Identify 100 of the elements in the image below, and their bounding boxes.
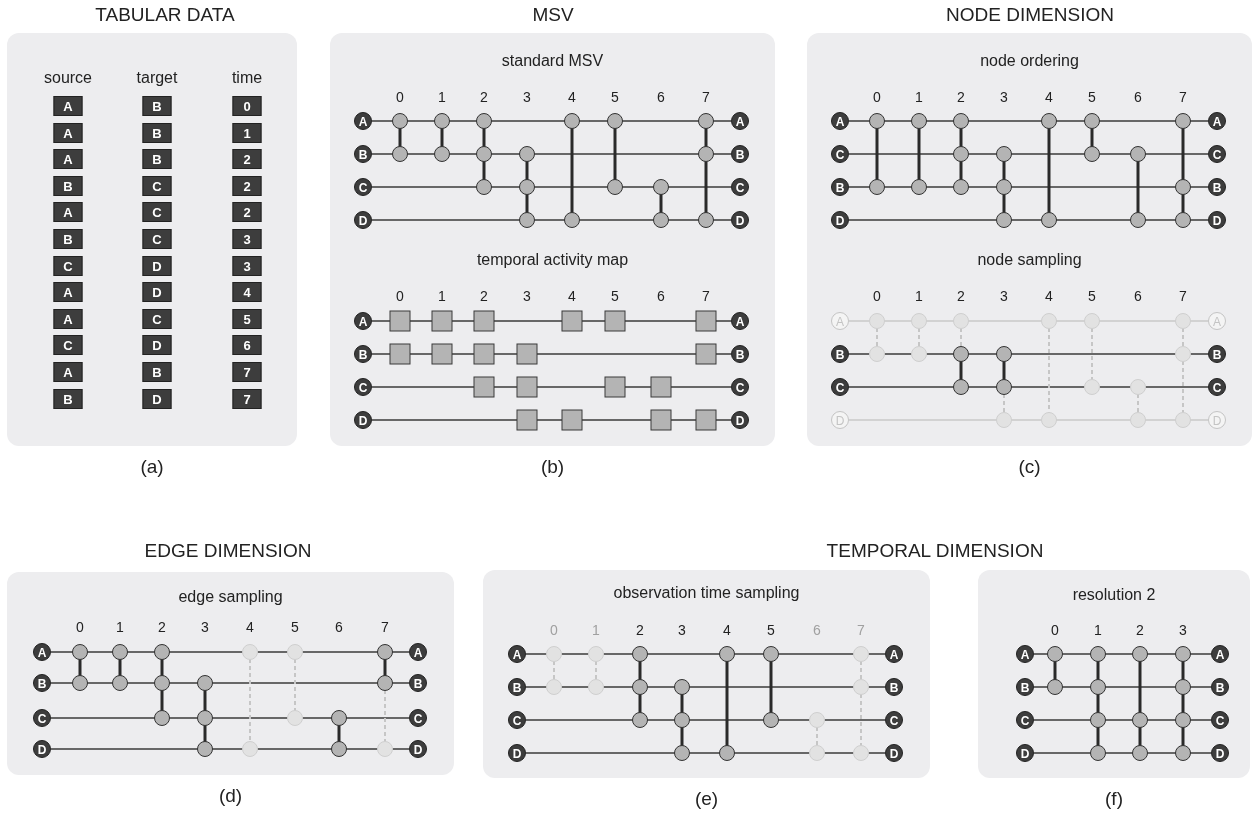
- node-badge: C: [354, 178, 372, 196]
- section-heading: NODE DIMENSION: [946, 4, 1114, 26]
- timeline: [848, 120, 1209, 122]
- time-step-number: 6: [657, 289, 665, 303]
- panel-caption: (c): [1018, 456, 1041, 478]
- timeline: [525, 752, 886, 754]
- time-step-number: 0: [76, 620, 84, 634]
- data-cell: B: [142, 149, 172, 170]
- time-step-number: 1: [116, 620, 124, 634]
- node-badge: A: [409, 643, 427, 661]
- panel-caption: (d): [218, 785, 243, 807]
- node-badge: C: [1211, 711, 1229, 729]
- data-cell: 1: [232, 122, 262, 143]
- timeline: [525, 653, 886, 655]
- data-cell: B: [53, 175, 83, 196]
- node-badge: D: [731, 211, 749, 229]
- timeline: [371, 219, 732, 221]
- timeline: [525, 719, 886, 721]
- time-step-number: 5: [611, 289, 619, 303]
- node-badge: D: [1016, 744, 1034, 762]
- time-step-number: 6: [1134, 289, 1142, 303]
- node-badge: C: [1208, 145, 1226, 163]
- node-badge: D: [409, 740, 427, 758]
- node-badge: A: [354, 312, 372, 330]
- data-cell: C: [142, 202, 172, 223]
- data-cell: B: [142, 362, 172, 382]
- time-step-number: 0: [396, 90, 404, 104]
- time-step-number: 7: [381, 620, 389, 634]
- time-step-number: 2: [957, 289, 965, 303]
- section-heading: TEMPORAL DIMENSION: [826, 540, 1044, 562]
- data-cell: 0: [232, 96, 262, 116]
- data-cell: D: [142, 335, 172, 356]
- node-badge: B: [1208, 345, 1226, 363]
- time-step-number: 0: [396, 289, 404, 303]
- panel-caption: (e): [694, 788, 719, 810]
- time-step-number: 4: [568, 90, 576, 104]
- node-badge: D: [508, 744, 526, 762]
- timeline: [371, 353, 732, 355]
- data-cell: A: [53, 149, 83, 170]
- data-cell: 7: [232, 362, 262, 382]
- time-step-number: 0: [1051, 623, 1059, 637]
- node-badge: C: [831, 145, 849, 163]
- data-cell: C: [142, 175, 172, 196]
- data-cell: A: [53, 362, 83, 382]
- timeline: [50, 748, 410, 750]
- timeline: [848, 353, 1209, 355]
- node-badge: A: [1016, 645, 1034, 663]
- data-cell: D: [142, 255, 172, 276]
- node-badge: C: [731, 378, 749, 396]
- time-step-number: 3: [523, 90, 531, 104]
- view-panel: [807, 33, 1252, 446]
- timeline: [848, 153, 1209, 155]
- view-panel: [7, 33, 297, 446]
- data-cell: B: [53, 388, 83, 409]
- time-step-number: 1: [915, 90, 923, 104]
- node-badge: B: [831, 178, 849, 196]
- data-cell: C: [142, 308, 172, 329]
- node-badge: D: [33, 740, 51, 758]
- node-badge: A: [1208, 112, 1226, 130]
- timeline: [1033, 653, 1212, 655]
- node-badge: D: [1208, 211, 1226, 229]
- node-badge: C: [1208, 378, 1226, 396]
- node-badge: B: [1208, 178, 1226, 196]
- time-step-number: 7: [702, 90, 710, 104]
- time-step-number: 1: [915, 289, 923, 303]
- data-cell: 3: [232, 229, 262, 249]
- view-title: resolution 2: [1072, 586, 1156, 604]
- timeline: [371, 153, 732, 155]
- timeline: [1033, 686, 1212, 688]
- time-step-number: 5: [1088, 289, 1096, 303]
- time-step-number: 0: [550, 623, 558, 637]
- time-step-number: 4: [723, 623, 731, 637]
- time-step-number: 4: [568, 289, 576, 303]
- node-badge: D: [1211, 744, 1229, 762]
- data-cell: B: [142, 122, 172, 143]
- column-header: time: [231, 69, 263, 87]
- time-step-number: 7: [1179, 90, 1187, 104]
- timeline: [50, 717, 410, 719]
- time-step-number: 3: [1000, 289, 1008, 303]
- node-badge: A: [731, 112, 749, 130]
- time-step-number: 4: [1045, 289, 1053, 303]
- node-badge: C: [33, 709, 51, 727]
- node-badge: B: [731, 345, 749, 363]
- time-step-number: 5: [1088, 90, 1096, 104]
- timeline: [371, 120, 732, 122]
- node-badge: B: [831, 345, 849, 363]
- node-badge: A: [831, 112, 849, 130]
- time-step-number: 2: [1136, 623, 1144, 637]
- column-header: target: [136, 69, 178, 87]
- data-cell: D: [142, 282, 172, 303]
- node-badge: B: [1211, 678, 1229, 696]
- node-badge: B: [1016, 678, 1034, 696]
- panel-caption: (a): [140, 456, 164, 478]
- time-step-number: 3: [201, 620, 209, 634]
- view-panel: [483, 570, 930, 778]
- node-badge: B: [731, 145, 749, 163]
- time-step-number: 3: [523, 289, 531, 303]
- node-badge: D: [831, 211, 849, 229]
- timeline: [848, 186, 1209, 188]
- timeline: [848, 386, 1209, 388]
